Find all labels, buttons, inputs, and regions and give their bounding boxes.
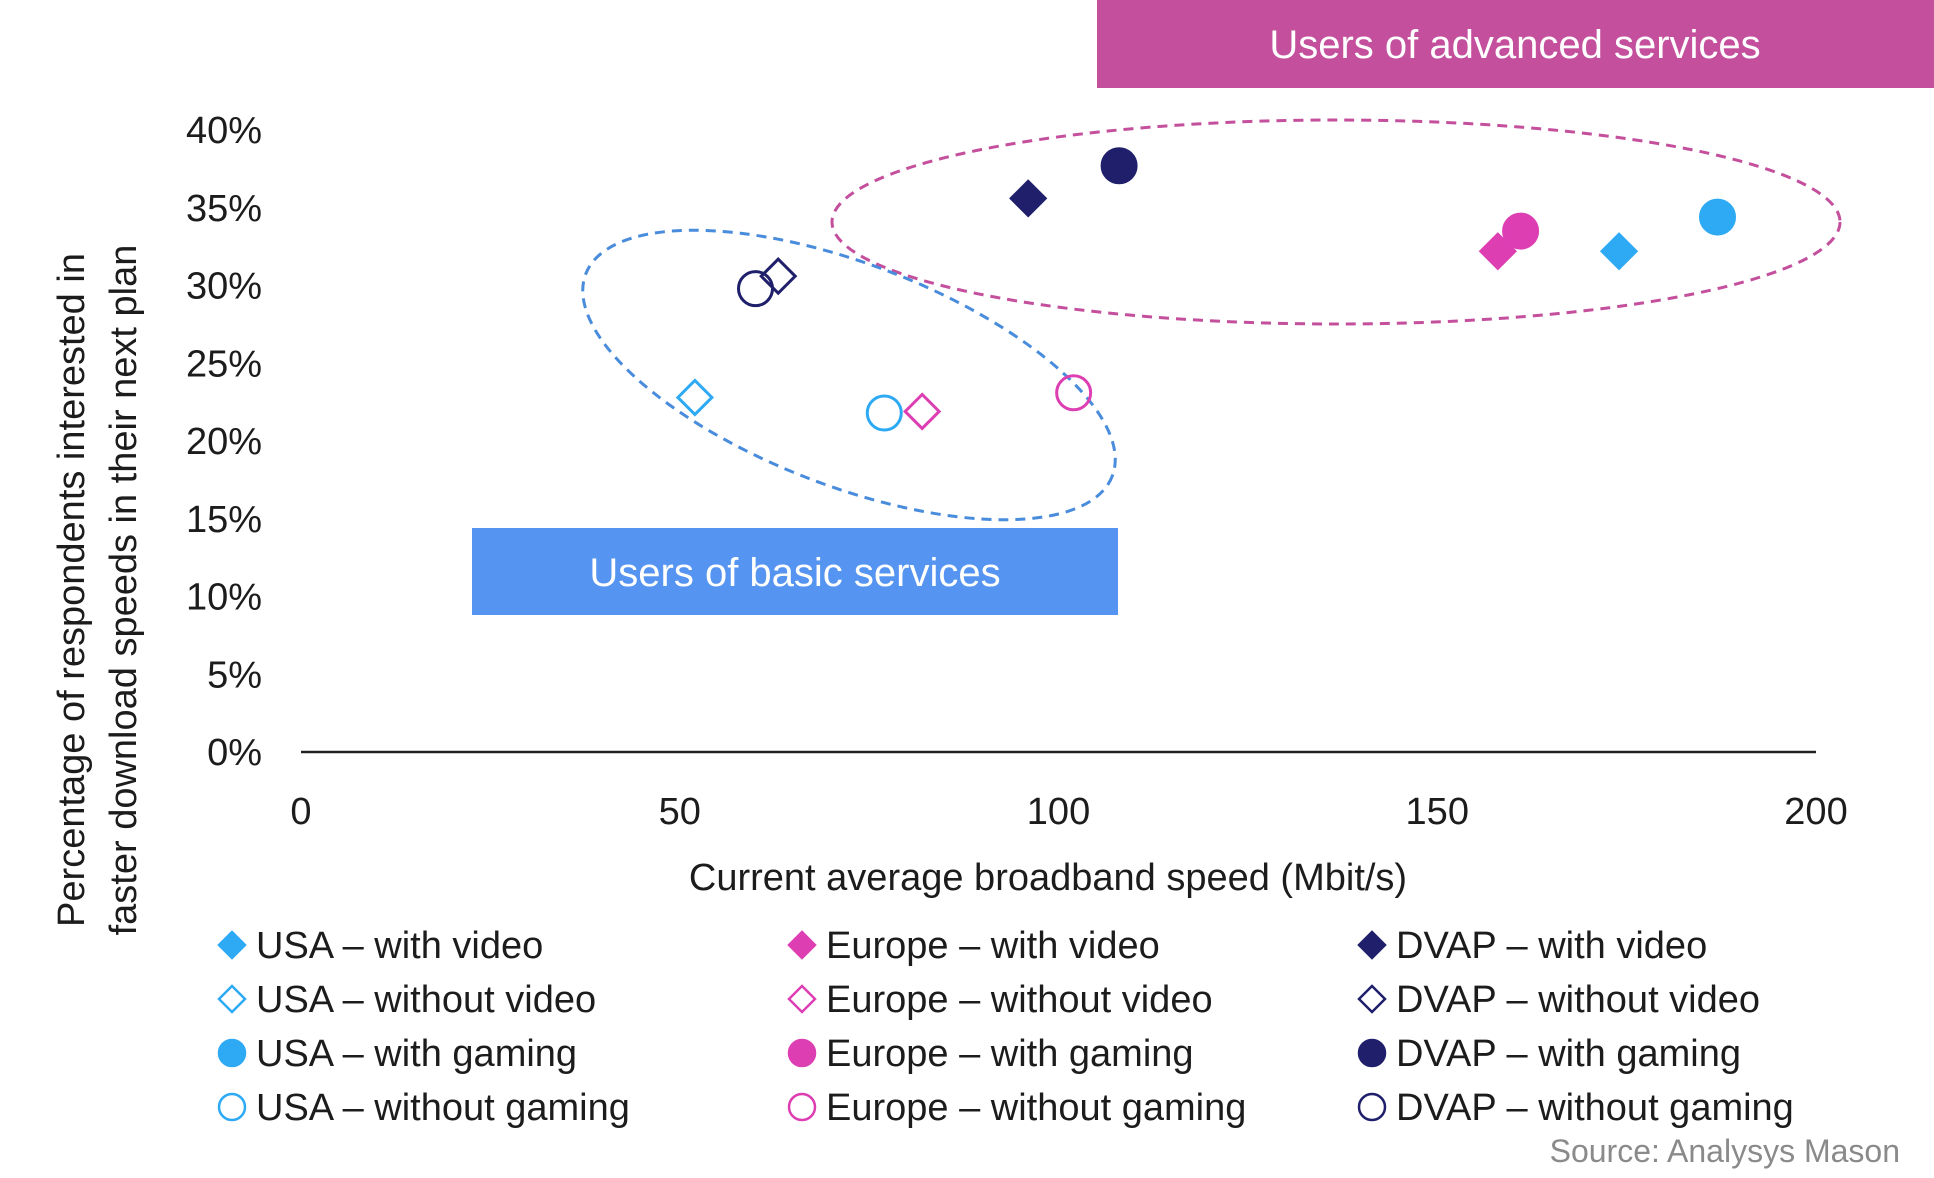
- y-tick-label: 0%: [207, 732, 262, 774]
- y-tick-label: 35%: [186, 188, 262, 230]
- legend-label-dvap-with-video: DVAP – with video: [1396, 925, 1707, 967]
- y-tick-labels: 0% 5% 10% 15% 20% 25% 30% 35% 40%: [186, 110, 262, 774]
- legend-marker-usa-with-video: [217, 930, 247, 960]
- y-axis-title-line-2: faster download speeds in their next pla…: [103, 245, 145, 936]
- advanced-services-banner: [1097, 0, 1934, 88]
- legend-marker-usa-without-gaming: [217, 1092, 247, 1122]
- y-axis-title-line-1: Percentage of respondents interested in: [51, 253, 93, 927]
- advanced-services-label: Users of advanced services: [1269, 23, 1760, 67]
- advanced-group-ellipse: [830, 118, 1842, 326]
- point-dvap-with-gaming: [1100, 147, 1138, 185]
- legend-marker-dvap-without-gaming: [1357, 1092, 1387, 1122]
- y-tick-label: 5%: [207, 654, 262, 696]
- basic-group-ellipse: [581, 228, 1117, 522]
- x-axis-title: Current average broadband speed (Mbit/s): [689, 857, 1407, 899]
- point-usa-without-video: [675, 378, 715, 417]
- x-tick-labels: 0 50 100 150 200: [290, 791, 1847, 833]
- legend-label-dvap-with-gaming: DVAP – with gaming: [1396, 1033, 1741, 1075]
- y-tick-label: 15%: [186, 499, 262, 541]
- point-europe-without-gaming: [1055, 374, 1093, 412]
- legend-marker-europe-with-video: [787, 930, 817, 960]
- legend-label-usa-with-video: USA – with video: [256, 925, 543, 967]
- data-points: [675, 147, 1737, 432]
- x-tick-label: 100: [1027, 791, 1090, 833]
- y-tick-label: 40%: [186, 110, 262, 152]
- legend-label-europe-with-gaming: Europe – with gaming: [826, 1033, 1194, 1075]
- legend-label-dvap-without-video: DVAP – without video: [1396, 979, 1760, 1021]
- x-tick-label: 50: [659, 791, 701, 833]
- legend-marker-usa-with-gaming: [217, 1038, 247, 1068]
- x-tick-label: 200: [1784, 791, 1847, 833]
- point-europe-with-gaming: [1502, 212, 1540, 250]
- legend-label-usa-with-gaming: USA – with gaming: [256, 1033, 577, 1075]
- legend-marker-usa-without-video: [217, 984, 247, 1014]
- point-dvap-with-video: [1009, 179, 1048, 218]
- legend-marker-europe-with-gaming: [787, 1038, 817, 1068]
- point-usa-with-video: [1599, 232, 1639, 271]
- legend-label-dvap-without-gaming: DVAP – without gaming: [1396, 1087, 1794, 1129]
- legend-label-usa-without-video: USA – without video: [256, 979, 596, 1021]
- legend-marker-dvap-with-gaming: [1357, 1038, 1387, 1068]
- legend-marker-dvap-with-video: [1357, 930, 1387, 960]
- legend-marker-europe-without-gaming: [787, 1092, 817, 1122]
- point-usa-with-gaming: [1699, 198, 1737, 236]
- basic-services-banner: [472, 528, 1118, 615]
- x-tick-label: 150: [1406, 791, 1469, 833]
- y-tick-label: 30%: [186, 266, 262, 308]
- legend-label-europe-with-video: Europe – with video: [826, 925, 1160, 967]
- y-tick-label: 10%: [186, 577, 262, 619]
- legend-label-europe-without-video: Europe – without video: [826, 979, 1213, 1021]
- legend-marker-dvap-without-video: [1357, 984, 1387, 1014]
- point-dvap-without-gaming: [737, 270, 774, 308]
- y-tick-label: 25%: [186, 343, 262, 385]
- source-note: Source: Analysys Mason: [1550, 1133, 1900, 1169]
- point-europe-without-video: [903, 392, 942, 431]
- point-usa-without-gaming: [865, 394, 903, 432]
- legend-label-europe-without-gaming: Europe – without gaming: [826, 1087, 1246, 1129]
- legend-label-usa-without-gaming: USA – without gaming: [256, 1087, 630, 1129]
- point-dvap-without-video: [759, 257, 798, 296]
- y-tick-label: 20%: [186, 421, 262, 463]
- basic-services-label: Users of basic services: [589, 551, 1000, 595]
- x-tick-label: 0: [290, 791, 311, 833]
- legend-marker-europe-without-video: [787, 984, 817, 1014]
